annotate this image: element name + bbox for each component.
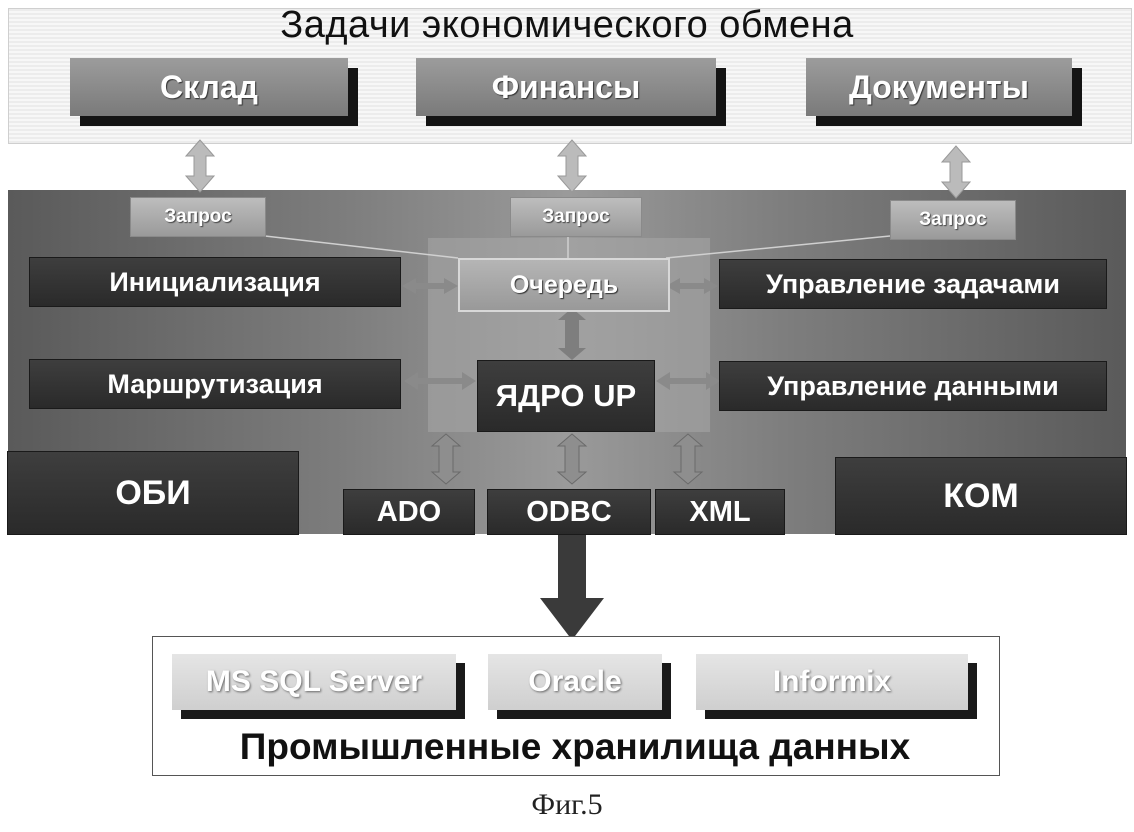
arrow-core-xml xyxy=(674,434,702,484)
arrow-to-storage xyxy=(540,534,604,640)
request-box-left: Запрос xyxy=(130,197,266,237)
figure-caption: Фиг.5 xyxy=(0,788,1134,822)
odbc-box: ODBC xyxy=(488,490,650,534)
queue-box: Очередь xyxy=(458,258,670,312)
data-management-box: Управление данными xyxy=(720,362,1106,410)
request-box-center: Запрос xyxy=(510,197,642,237)
obi-box: ОБИ xyxy=(8,452,298,534)
request-box-right: Запрос xyxy=(890,200,1016,240)
arrow-core-data xyxy=(656,372,720,390)
arrow-queue-tasks xyxy=(666,278,718,294)
xml-box: XML xyxy=(656,490,784,534)
double-arrow-documents xyxy=(942,146,970,198)
arrow-init-queue xyxy=(402,278,458,294)
industrial-storage-title: Промышленные хранилища данных xyxy=(152,726,998,768)
oracle-box: Oracle xyxy=(488,654,662,710)
task-management-box: Управление задачами xyxy=(720,260,1106,308)
arrow-queue-core xyxy=(558,308,586,360)
kom-box: КОМ xyxy=(836,458,1126,534)
arrow-routing-core xyxy=(404,372,476,390)
arrow-core-ado xyxy=(432,434,460,484)
ado-box: ADO xyxy=(344,490,474,534)
request-line-right xyxy=(666,236,890,258)
request-line-left xyxy=(265,236,458,258)
double-arrow-finance xyxy=(558,140,586,192)
double-arrow-warehouse xyxy=(186,140,214,192)
informix-box: Informix xyxy=(696,654,968,710)
core-box: ЯДРО UP xyxy=(478,361,654,431)
mssql-box: MS SQL Server xyxy=(172,654,456,710)
arrow-core-odbc xyxy=(558,434,586,484)
routing-box: Маршрутизация xyxy=(30,360,400,408)
initialization-box: Инициализация xyxy=(30,258,400,306)
